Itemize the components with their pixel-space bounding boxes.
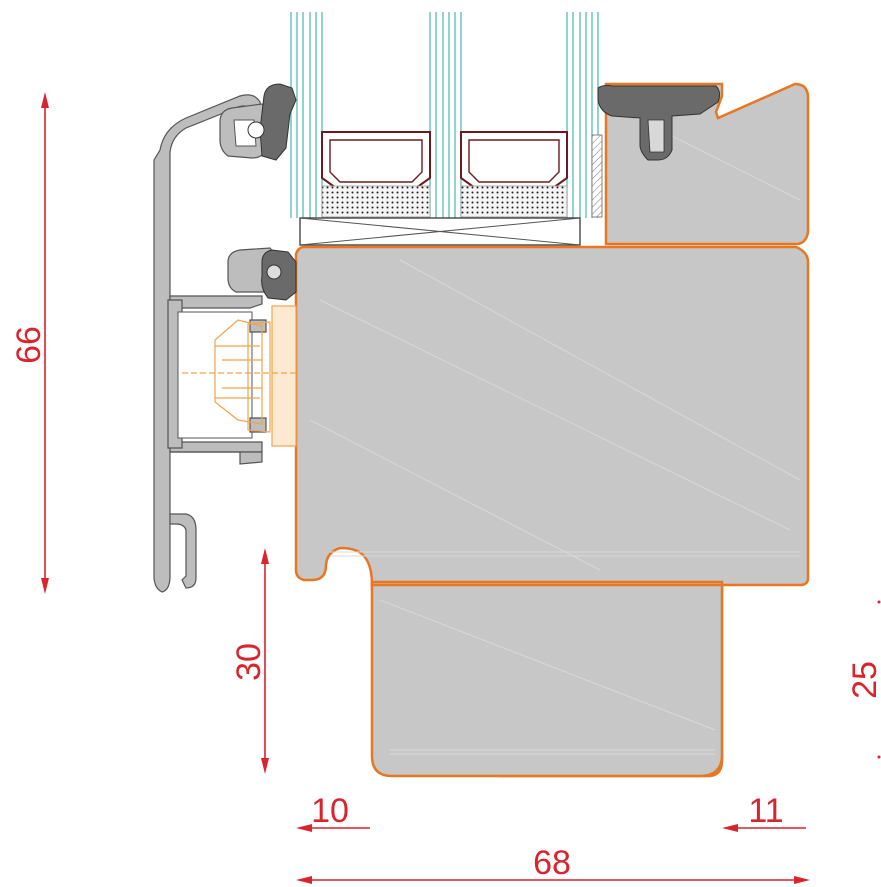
secondary-sealant-2: [460, 185, 568, 218]
glass-pane-1: [290, 12, 323, 218]
arrowhead-icon: [296, 824, 312, 832]
glass-pane-2: [429, 12, 462, 218]
timber-sash: [294, 82, 810, 778]
triple-glazing: [290, 12, 603, 218]
dimension-horizontal-left: 10: [296, 792, 370, 832]
glass-pane-3: [566, 12, 599, 218]
arrowhead-icon: [296, 876, 312, 884]
dimension-horizontal-right: 11: [722, 792, 806, 832]
dimension-vertical-left: 66: [10, 92, 49, 594]
dimension-vertical-middle: 30: [230, 548, 269, 774]
dimension-vertical-right: 25: [846, 600, 881, 759]
dimension-label-66: 66: [10, 326, 48, 364]
arrowhead-icon: [261, 758, 269, 774]
arrowhead-icon: [41, 92, 49, 108]
glazing-tape: [591, 134, 603, 218]
dimension-label-68: 68: [533, 844, 571, 882]
dimension-label-25: 25: [846, 661, 881, 699]
sash-main-body: [294, 245, 810, 587]
arrowhead-icon: [261, 548, 269, 564]
outer-glazing-gasket: [259, 83, 297, 161]
hinge-hardware: [182, 305, 297, 447]
arrowhead-icon: [722, 824, 738, 832]
frame-lower-body: [370, 583, 724, 778]
arrowhead-icon: [794, 876, 810, 884]
dimension-horizontal-total: 68: [296, 844, 810, 884]
arrowhead-icon: [41, 578, 49, 594]
wood-grain: [309, 109, 801, 755]
dimension-label-11: 11: [748, 792, 783, 830]
secondary-sealant-1: [321, 185, 431, 218]
dimension-label-30: 30: [230, 643, 268, 681]
dimension-label-10: 10: [311, 792, 349, 830]
setting-block: [299, 217, 581, 246]
